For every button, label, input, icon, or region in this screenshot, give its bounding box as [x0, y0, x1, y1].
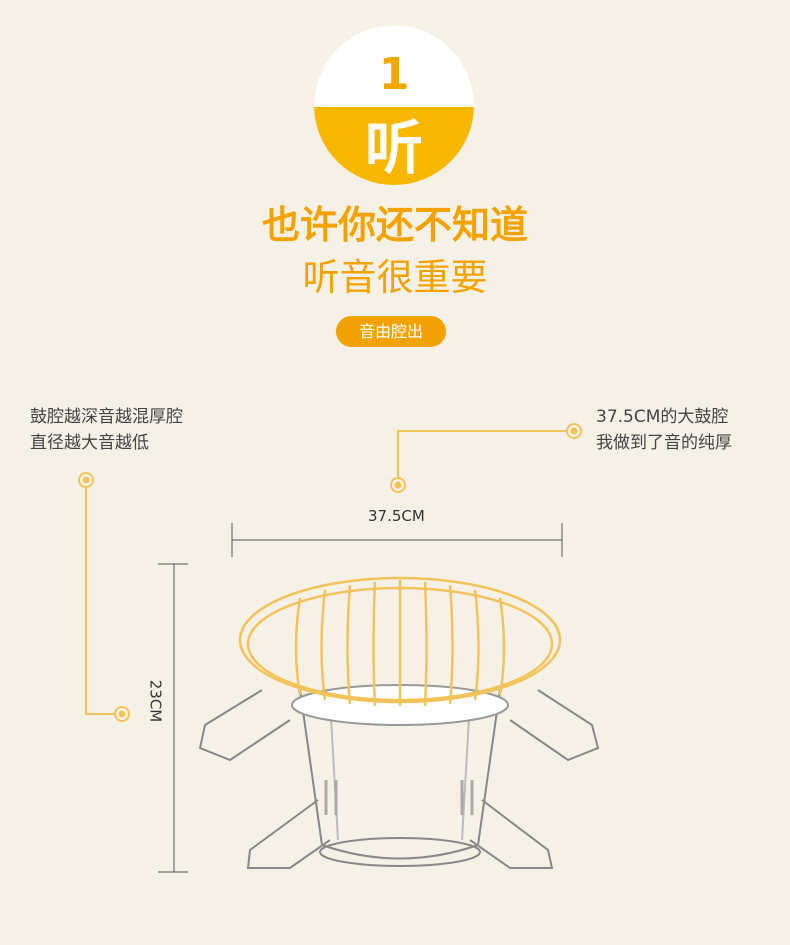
badge-number: 1: [378, 49, 410, 100]
step-badge: 1 听: [314, 25, 474, 185]
badge-top-half: [314, 25, 474, 107]
note-left-line1: 鼓腔越深音越混厚腔: [30, 407, 183, 427]
note-right: 37.5CM的大鼓腔 我做到了音的纯厚: [596, 404, 732, 456]
note-left: 鼓腔越深音越混厚腔 直径越大音越低: [30, 404, 183, 456]
note-right-line2: 我做到了音的纯厚: [596, 433, 732, 453]
note-right-line1: 37.5CM的大鼓腔: [596, 407, 729, 427]
badge-title: 听: [364, 114, 423, 182]
height-dimension: [158, 563, 188, 873]
note-left-line2: 直径越大音越低: [30, 433, 149, 453]
tag-pill: 音由腔出: [336, 316, 446, 347]
subline: 听音很重要: [302, 256, 488, 299]
drum-illustration: [198, 576, 600, 869]
headline: 也许你还不知道: [261, 203, 528, 247]
callout-right: [390, 423, 582, 493]
width-dimension: [231, 523, 563, 557]
callout-left: [78, 472, 130, 722]
width-label: 37.5CM: [368, 507, 425, 525]
height-label: 23CM: [146, 679, 165, 723]
